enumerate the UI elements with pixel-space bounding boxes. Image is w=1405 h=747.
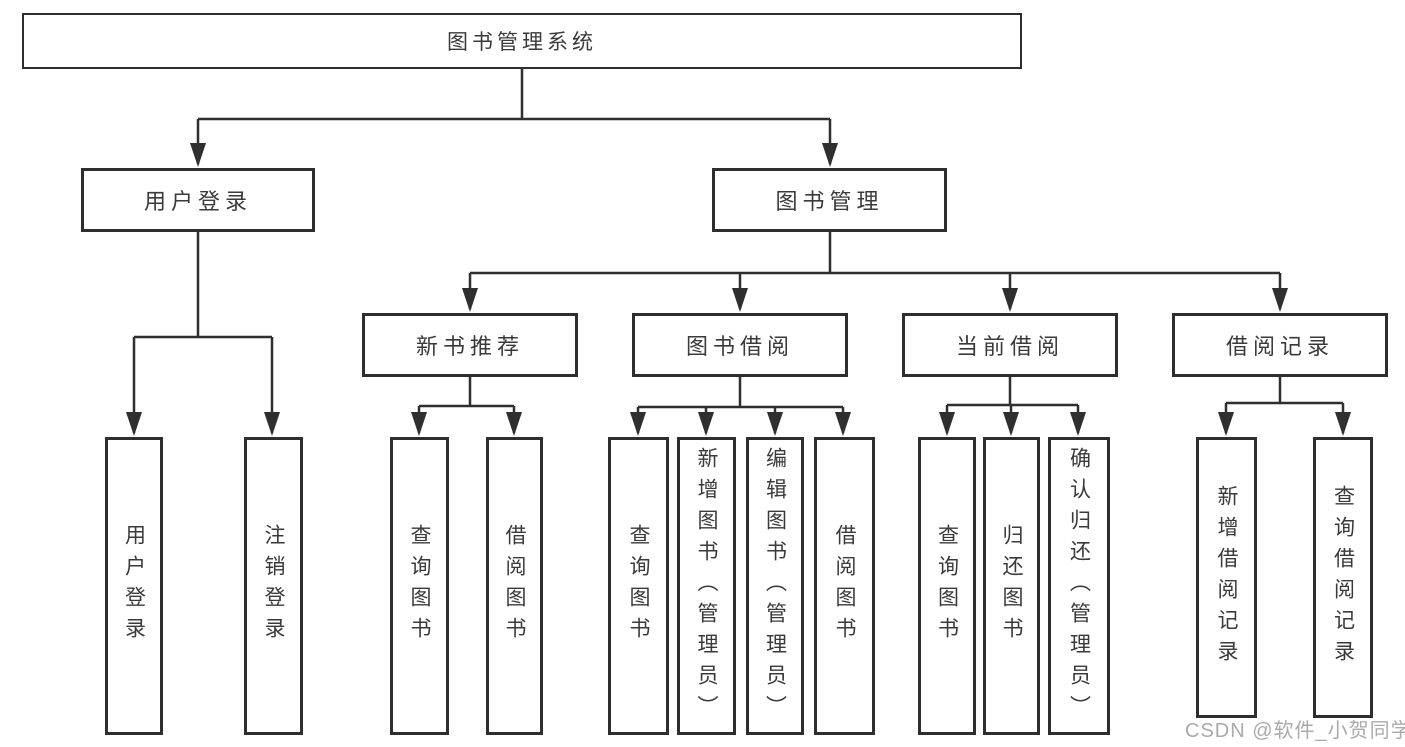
leaf-query-books-recommend: 查询图书 [390, 437, 449, 735]
node-user-login: 用户登录 [81, 168, 315, 232]
leaf-user-login: 用户登录 [105, 437, 163, 735]
leaf-query-books-borrowing: 查询图书 [608, 437, 669, 735]
connector-segments [132, 69, 1345, 433]
node-borrowing-records: 借阅记录 [1172, 313, 1388, 377]
node-current-borrowing: 当前借阅 [902, 313, 1118, 377]
leaf-borrow-books-recommend: 借阅图书 [486, 437, 543, 735]
node-book-management: 图书管理 [712, 168, 947, 232]
leaf-add-borrow-record: 新增借阅记录 [1196, 437, 1257, 718]
leaf-borrow-books-borrowing: 借阅图书 [814, 437, 875, 735]
csdn-watermark: CSDN @软件_小贺同学 [1185, 720, 1405, 742]
node-new-book-recommend: 新书推荐 [362, 313, 578, 377]
node-book-borrowing: 图书借阅 [632, 313, 848, 377]
leaf-add-books-admin: 新增图书（管理员） [677, 437, 736, 735]
leaf-query-borrow-record: 查询借阅记录 [1313, 437, 1373, 718]
leaf-return-books: 归还图书 [983, 437, 1040, 735]
leaf-confirm-return-admin: 确认归还（管理员） [1048, 437, 1110, 735]
node-library-system: 图书管理系统 [22, 13, 1022, 69]
leaf-logout-login: 注销登录 [244, 437, 303, 735]
leaf-edit-books-admin: 编辑图书（管理员） [746, 437, 804, 735]
arrowheads [126, 143, 1351, 436]
leaf-query-books-current: 查询图书 [918, 437, 976, 735]
